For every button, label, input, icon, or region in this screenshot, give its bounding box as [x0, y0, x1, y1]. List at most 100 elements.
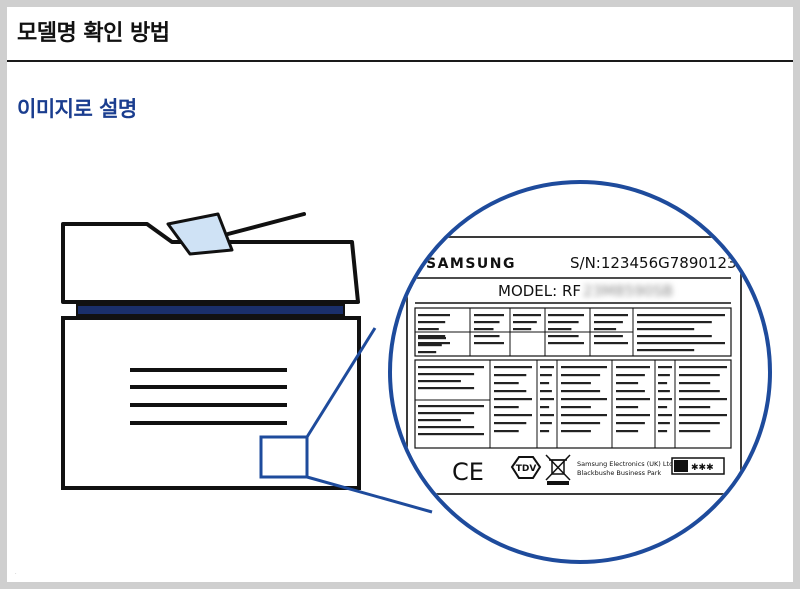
- spec-text-line: [418, 426, 475, 429]
- spec-text-line: [418, 433, 484, 436]
- spec-text-line: [494, 414, 532, 417]
- spec-text-line: [561, 390, 601, 393]
- manufacturer-line-1: Samsung Electronics (UK) Ltd.: [577, 460, 675, 468]
- spec-text-line: [594, 335, 623, 338]
- spec-text-line: [561, 374, 601, 377]
- rating-label: [406, 236, 742, 495]
- spec-table-text: [418, 314, 727, 436]
- spec-text-line: [637, 335, 712, 338]
- spec-text-line: [494, 430, 519, 433]
- spec-text-line: [418, 321, 446, 324]
- weee-bin-icon: [545, 454, 571, 485]
- spec-text-line: [679, 414, 727, 417]
- spec-text-line: [513, 314, 541, 317]
- spec-text-line: [616, 422, 645, 425]
- spec-text-line: [540, 374, 552, 377]
- spec-text-line: [616, 366, 650, 369]
- spec-text-line: [616, 374, 645, 377]
- tdv-text: TDV: [516, 464, 537, 474]
- spec-text-line: [548, 335, 579, 338]
- spec-text-line: [494, 382, 519, 385]
- tdv-mark: TDV: [510, 456, 542, 479]
- spec-text-line: [561, 422, 601, 425]
- spec-text-line: [594, 314, 628, 317]
- spec-text-line: [474, 335, 500, 338]
- callout-line-bottom: [306, 475, 433, 514]
- spec-text-line: [418, 344, 442, 347]
- ce-mark: CE: [452, 458, 484, 486]
- spec-text-line: [679, 398, 727, 401]
- spec-text-line: [418, 387, 475, 390]
- spec-text-line: [513, 328, 532, 331]
- appliance-slot: [76, 304, 345, 316]
- spec-text-line: [637, 328, 695, 331]
- spec-text-line: [513, 321, 537, 324]
- spec-text-line: [474, 342, 504, 345]
- spec-text-line: [637, 321, 712, 324]
- spec-text-line: [494, 366, 532, 369]
- spec-text-line: [418, 373, 475, 376]
- spec-text-line: [474, 321, 500, 324]
- spec-text-line: [616, 398, 650, 401]
- spec-text-line: [418, 342, 450, 345]
- spec-text-line: [540, 390, 552, 393]
- spec-text-line: [494, 398, 532, 401]
- spec-text-line: [637, 349, 695, 352]
- spec-text-line: [658, 406, 668, 409]
- spec-text-line: [418, 335, 446, 338]
- spec-table-grid: [415, 308, 676, 448]
- label-location-marker: [259, 435, 309, 479]
- spec-text-line: [548, 328, 572, 331]
- spec-text-line: [474, 328, 494, 331]
- spec-text-line: [594, 321, 623, 324]
- spec-text-line: [561, 414, 607, 417]
- spec-text-line: [561, 382, 591, 385]
- callout-line-top: [305, 327, 377, 438]
- feeder-arm: [226, 212, 306, 236]
- spec-text-line: [418, 412, 475, 415]
- title-divider: [7, 60, 793, 62]
- spec-text-line: [637, 314, 725, 317]
- spec-text-line: [494, 374, 527, 377]
- spec-text-line: [594, 328, 617, 331]
- spec-text-line: [679, 382, 711, 385]
- certification-mark: ✱✱✱: [671, 457, 725, 475]
- spec-text-line: [658, 398, 672, 401]
- spec-text-line: [494, 406, 519, 409]
- tdv-badge-icon: [510, 456, 542, 479]
- feeder-tray-icon: [166, 212, 234, 256]
- spec-text-line: [418, 366, 484, 369]
- spec-text-line: [679, 406, 711, 409]
- spec-text-line: [658, 366, 672, 369]
- callout-lines: [305, 327, 433, 514]
- spec-text-line: [540, 414, 554, 417]
- spec-text-line: [418, 405, 484, 408]
- spec-text-line: [679, 390, 720, 393]
- spec-text-line: [418, 380, 461, 383]
- spec-text-line: [540, 366, 554, 369]
- spec-text-line: [561, 406, 591, 409]
- appliance-top-unit: [61, 222, 360, 304]
- spec-text-line: [548, 321, 579, 324]
- serial-number: S/N:123456G78901235: [570, 254, 746, 272]
- spec-text-line: [418, 328, 439, 331]
- spec-text-line: [474, 314, 504, 317]
- spec-text-line: [540, 422, 552, 425]
- spec-text-line: [540, 430, 550, 433]
- certification-stars: ✱✱✱: [691, 463, 714, 473]
- spec-text-line: [658, 374, 670, 377]
- spec-text-line: [540, 406, 550, 409]
- spec-table: [414, 359, 732, 449]
- page-title: 모델명 확인 방법: [17, 21, 170, 46]
- spec-text-line: [561, 430, 591, 433]
- spec-text-line: [561, 366, 607, 369]
- spec-text-line: [679, 366, 727, 369]
- page-marker: ·: [15, 571, 17, 577]
- brand-logo: SAMSUNG: [426, 256, 516, 272]
- spec-text-line: [679, 374, 720, 377]
- spec-text-line: [418, 337, 446, 340]
- spec-text-line: [540, 398, 554, 401]
- section-title: 이미지로 설명: [17, 97, 137, 121]
- spec-text-line: [658, 390, 670, 393]
